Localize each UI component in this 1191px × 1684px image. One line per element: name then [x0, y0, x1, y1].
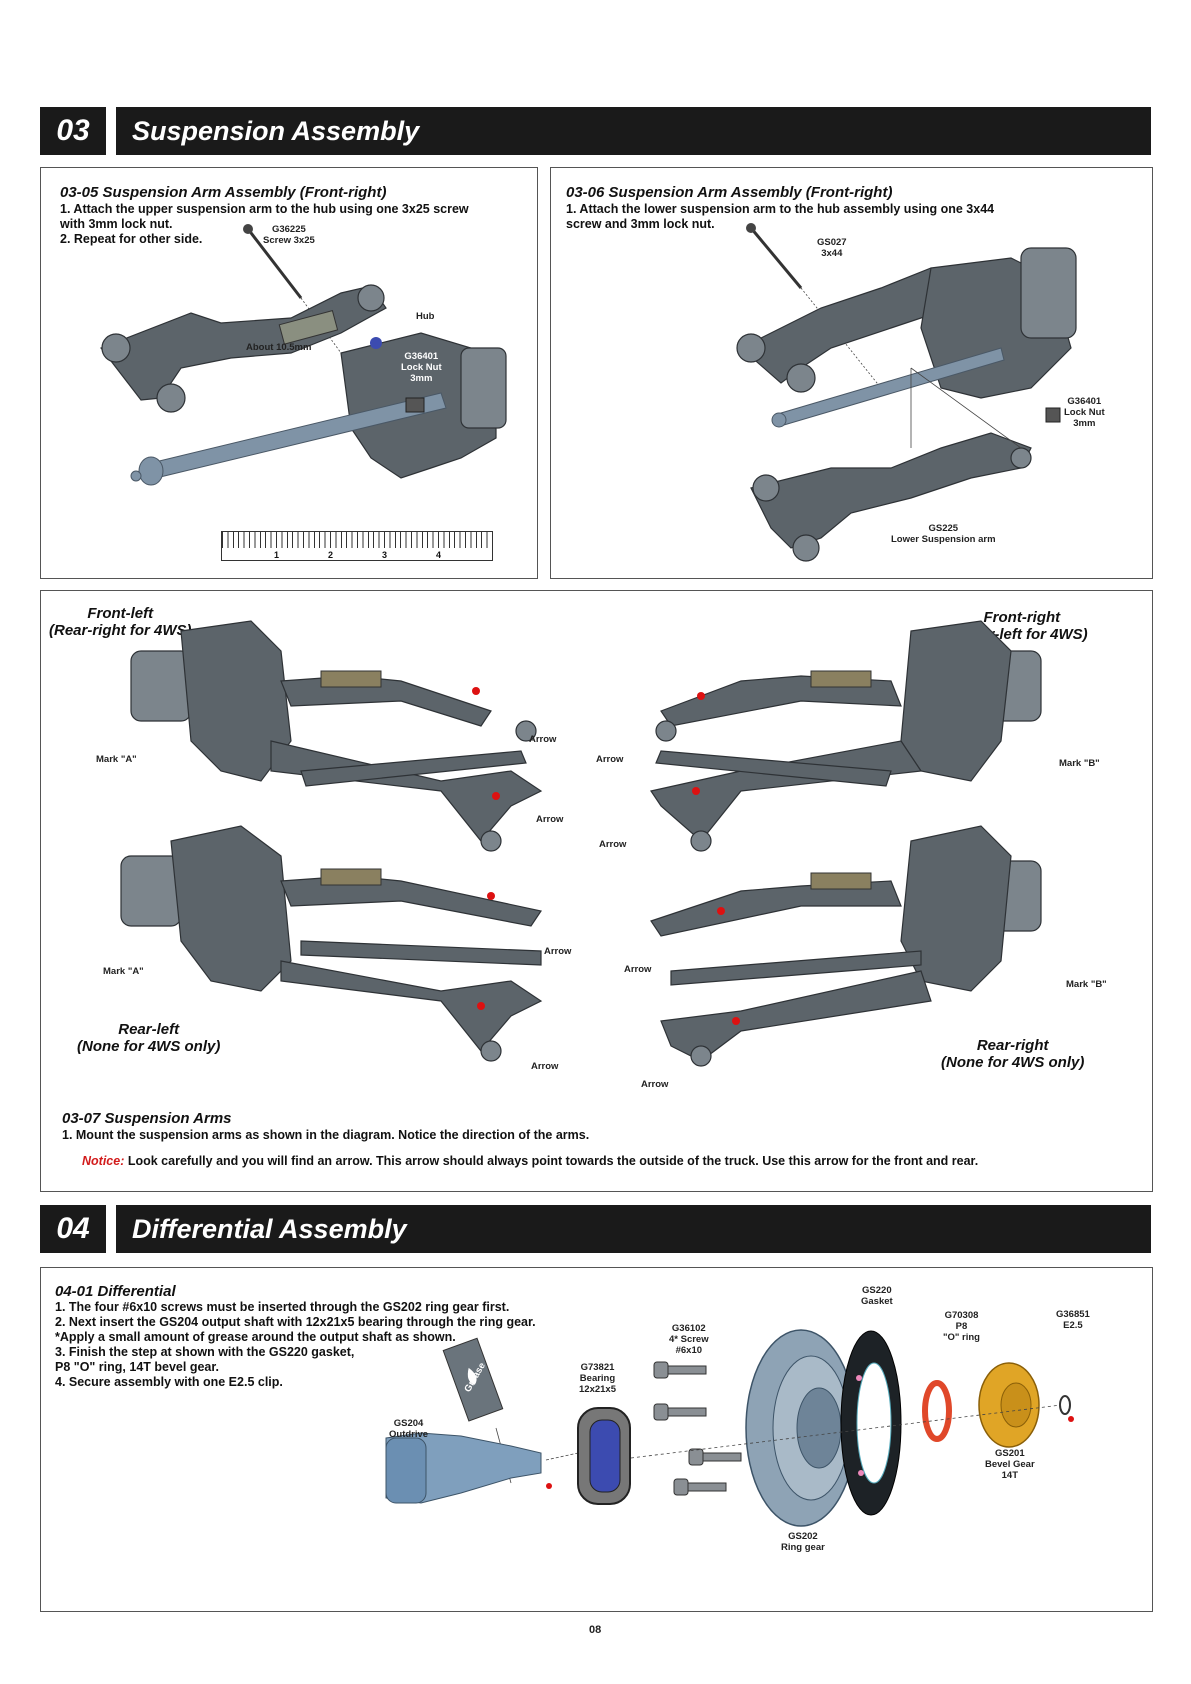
rear-left-assembly: [120, 825, 543, 1062]
rear-right-assembly: [650, 825, 1042, 1067]
rear-left-caption: Rear-left (None for 4WS only): [77, 1021, 221, 1055]
arrow-label: Arrow: [596, 754, 624, 765]
front-right-assembly: [650, 620, 1042, 852]
step-line: 3. Finish the step at shown with the GS2…: [55, 1345, 355, 1359]
ruler-tick: 2: [328, 550, 334, 560]
section-title: Suspension Assembly: [116, 107, 1151, 155]
gs202-label: GS202 Ring gear: [781, 1531, 825, 1553]
arrow-label: Arrow: [529, 734, 557, 745]
step-line: 1. Attach the lower suspension arm to th…: [566, 202, 995, 216]
step-03-06-panel: 03-06 Suspension Arm Assembly (Front-rig…: [550, 167, 1153, 579]
g36102-label: G36102 4* Screw #6x10: [669, 1323, 709, 1356]
measurement-ruler: 1 2 3 4: [221, 531, 493, 561]
step-03-07-panel: Front-left (Rear-right for 4WS) Front-ri…: [40, 590, 1153, 1192]
step-title: 03-06 Suspension Arm Assembly (Front-rig…: [566, 184, 893, 201]
g36851-label: G36851 E2.5: [1056, 1309, 1090, 1331]
step-line: 4. Secure assembly with one E2.5 clip.: [55, 1375, 283, 1389]
step-line: with 3mm lock nut.: [60, 217, 173, 231]
step-line: 1. Mount the suspension arms as shown in…: [62, 1128, 590, 1142]
front-left-assembly: [130, 620, 543, 852]
page-number: 08: [589, 1624, 602, 1636]
arrow-label: Arrow: [599, 839, 627, 850]
screw-label: GS027 3x44: [817, 237, 847, 259]
step-line: 1. The four #6x10 screws must be inserte…: [55, 1300, 510, 1314]
lower-arm-illustration: [736, 223, 1077, 562]
section-03-header: 03 Suspension Assembly: [40, 107, 1151, 155]
step-04-01-panel: 04-01 Differential 1. The four #6x10 scr…: [40, 1267, 1153, 1612]
g70308-label: G70308 P8 "O" ring: [943, 1310, 980, 1343]
hub-label: Hub: [416, 311, 435, 322]
g73821-label: G73821 Bearing 12x21x5: [579, 1362, 616, 1395]
notice-label: Notice:: [82, 1154, 125, 1168]
suspension-arms-illustration: [120, 620, 1042, 1067]
step-line: P8 "O" ring, 14T bevel gear.: [55, 1360, 220, 1374]
mark-b-label: Mark "B": [1059, 758, 1100, 769]
arrow-label: Arrow: [544, 946, 572, 957]
arrow-label: Arrow: [624, 964, 652, 975]
upper-arm-hub-illustration: [100, 224, 507, 486]
lower-arm-label: GS225 Lower Suspension arm: [891, 523, 996, 545]
step-title: 03-05 Suspension Arm Assembly (Front-rig…: [60, 184, 387, 201]
differential-exploded-illustration: [385, 1329, 1074, 1527]
arrow-label: Arrow: [641, 1079, 669, 1090]
measure-label: About 10.5mm: [246, 342, 312, 353]
ruler-tick: 4: [436, 550, 442, 560]
arrow-label: Arrow: [536, 814, 564, 825]
lock-nut-label: G36401 Lock Nut 3mm: [399, 350, 444, 385]
mark-a-label: Mark "A": [103, 966, 144, 977]
rear-right-caption: Rear-right (None for 4WS only): [941, 1037, 1085, 1071]
mark-b-label: Mark "B": [1066, 979, 1107, 990]
step-title: 04-01 Differential: [55, 1283, 176, 1300]
step-line: *Apply a small amount of grease around t…: [55, 1330, 456, 1344]
section-title: Differential Assembly: [116, 1205, 1151, 1253]
ruler-tick: 1: [274, 550, 280, 560]
step-line: 2. Next insert the GS204 output shaft wi…: [55, 1315, 536, 1329]
gs220-label: GS220 Gasket: [861, 1285, 893, 1307]
mark-a-label: Mark "A": [96, 754, 137, 765]
ruler-tick: 3: [382, 550, 388, 560]
notice-line: Notice: Look carefully and you will find…: [82, 1154, 978, 1169]
front-left-caption: Front-left (Rear-right for 4WS): [49, 605, 192, 639]
arrow-label: Arrow: [531, 1061, 559, 1072]
gs204-label: GS204 Outdrive: [389, 1418, 429, 1440]
lock-nut-label: G36401 Lock Nut 3mm: [1064, 396, 1105, 429]
step-title: 03-07 Suspension Arms: [62, 1110, 232, 1127]
step-03-05-panel: 03-05 Suspension Arm Assembly (Front-rig…: [40, 167, 538, 579]
gs201-label: GS201 Bevel Gear 14T: [985, 1448, 1035, 1481]
step-line: screw and 3mm lock nut.: [566, 217, 715, 231]
section-number: 03: [40, 107, 106, 155]
screw-label: G36225 Screw 3x25: [263, 224, 315, 246]
step-line: 1. Attach the upper suspension arm to th…: [60, 202, 469, 216]
section-04-header: 04 Differential Assembly: [40, 1205, 1151, 1253]
step-line: 2. Repeat for other side.: [60, 232, 203, 246]
section-number: 04: [40, 1205, 106, 1253]
notice-text: Look carefully and you will find an arro…: [124, 1154, 979, 1168]
